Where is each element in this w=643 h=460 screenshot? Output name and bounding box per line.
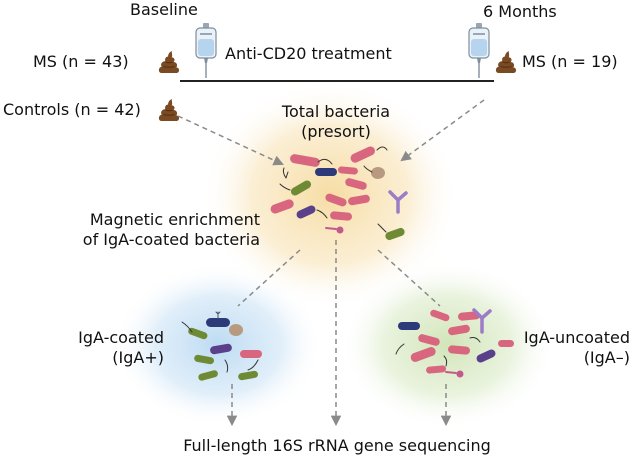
coated-bacteria xyxy=(181,311,262,381)
bacteria-icon xyxy=(206,311,230,327)
bacteria-icon xyxy=(458,311,480,321)
bacteria-icon xyxy=(498,340,514,347)
arrow-presort-to-uncoated xyxy=(377,249,441,307)
bacteria-icon xyxy=(315,168,337,176)
bacteria-icon xyxy=(445,370,464,378)
enrichment-label-line1: Magnetic enrichment xyxy=(89,210,260,229)
stool-icon xyxy=(495,50,517,74)
enrichment-label: Magnetic enrichment of IgA-coated bacter… xyxy=(60,210,260,250)
bacteria-icon xyxy=(377,223,405,241)
bacteria-icon xyxy=(330,211,352,221)
coated-glow xyxy=(113,263,323,427)
flow-arrows xyxy=(177,99,485,427)
presort-label: Total bacteria (presort) xyxy=(256,102,416,142)
enrichment-label-line2: of IgA-coated bacteria xyxy=(82,230,260,249)
bacteria-icon xyxy=(188,327,208,340)
bacteria-icon xyxy=(240,350,262,358)
treatment-label: Anti-CD20 treatment xyxy=(225,44,392,63)
ms-baseline-label: MS (n = 43) xyxy=(33,52,129,71)
baseline-label: Baseline xyxy=(130,0,198,19)
uncoated-label-line1: IgA-uncoated xyxy=(523,328,630,347)
iv-bag-icon xyxy=(195,23,217,79)
bacteria-icon xyxy=(290,154,333,167)
bacteria-icon xyxy=(448,345,470,355)
bacteria-icon xyxy=(350,146,388,163)
bacteria-icon xyxy=(270,199,294,214)
bacteria-icon xyxy=(296,205,328,219)
bacteria-icon xyxy=(337,166,358,175)
bacteria-icon xyxy=(410,347,436,362)
uncoated-glow xyxy=(340,261,556,429)
bacteria-icon xyxy=(345,178,367,190)
coated-label-line2: (IgA+) xyxy=(112,348,164,367)
bacteria-icon xyxy=(348,194,370,206)
coated-label: IgA-coated (IgA+) xyxy=(60,328,164,368)
presort-bacteria xyxy=(270,146,408,241)
uncoated-label: IgA-uncoated (IgA–) xyxy=(520,328,630,368)
arrow-followup-to-presort xyxy=(400,99,485,162)
bacteria-icon xyxy=(418,334,440,346)
bacteria-icon xyxy=(198,370,218,381)
bacteria-icon xyxy=(325,193,347,207)
sequencing-label: Full-length 16S rRNA gene sequencing xyxy=(183,436,491,455)
bacteria-icon xyxy=(325,226,344,234)
bacteria-icon xyxy=(229,324,243,336)
bacteria-icon xyxy=(210,343,232,355)
bacteria-icon xyxy=(448,324,470,336)
bacteria-icon xyxy=(194,354,214,365)
iv-bag-icon xyxy=(468,23,490,79)
ms-six-months-label: MS (n = 19) xyxy=(522,52,618,71)
six-months-label: 6 Months xyxy=(483,2,557,21)
arrow-baseline-to-presort xyxy=(177,115,284,166)
uncoated-label-line2: (IgA–) xyxy=(583,348,630,367)
antibody-icon xyxy=(472,308,492,334)
bacteria-icon xyxy=(279,180,312,196)
presort-label-line1: Total bacteria xyxy=(281,102,391,121)
presort-label-line2: (presort) xyxy=(301,122,371,141)
bacteria-icon xyxy=(426,365,447,374)
arrow-presort-to-coated xyxy=(237,249,301,307)
stool-icon xyxy=(158,50,180,74)
bacteria-icon xyxy=(363,165,385,179)
uncoated-bacteria xyxy=(395,308,514,378)
controls-label: Controls (n = 42) xyxy=(3,100,141,119)
bacteria-icon xyxy=(430,309,450,322)
antibody-icon xyxy=(388,190,408,214)
bacteria-icon xyxy=(398,322,420,330)
stool-icon xyxy=(158,98,180,122)
coated-label-line1: IgA-coated xyxy=(78,328,164,347)
bacteria-icon xyxy=(476,349,496,363)
bacteria-icon xyxy=(238,370,258,381)
